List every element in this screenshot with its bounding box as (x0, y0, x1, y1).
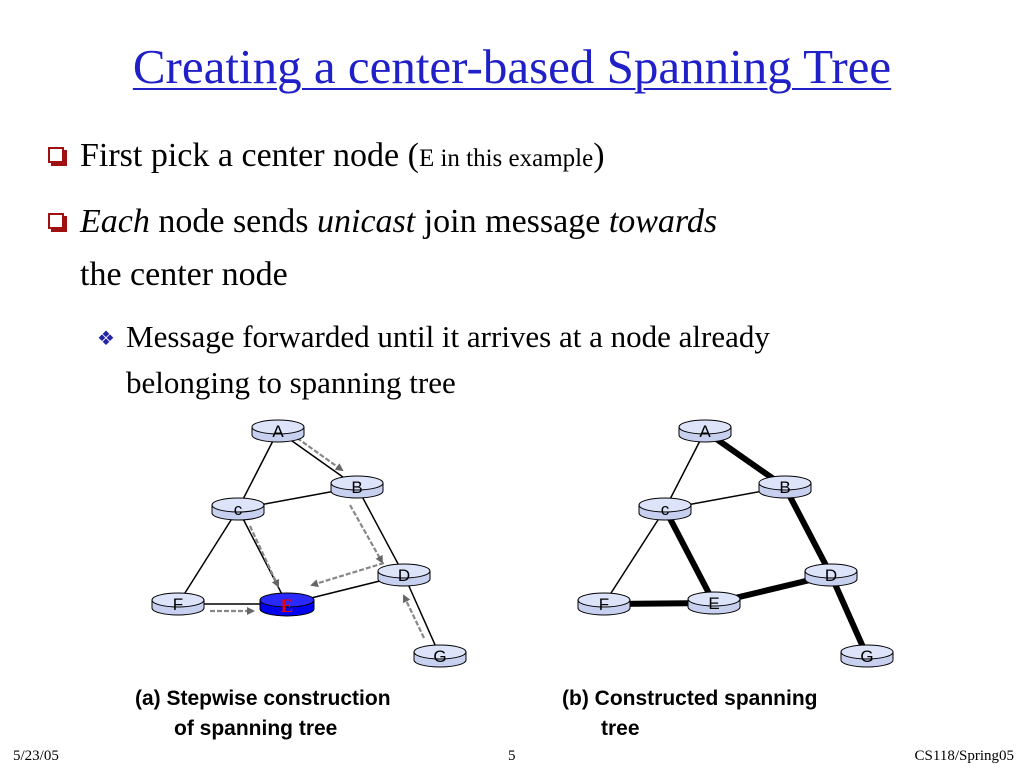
bullet-1-text: First pick a center node ( (80, 137, 419, 174)
link-c-f (177, 508, 239, 605)
link-d-g (403, 574, 441, 657)
router-label: D (825, 566, 837, 585)
link-c-f (603, 508, 666, 605)
router-B: B (330, 475, 384, 499)
diagram-a-join-arrows (210, 437, 425, 639)
diagram-b-links (603, 428, 870, 658)
router-E-center: E (259, 592, 315, 617)
arrow-a-to-b (296, 437, 344, 472)
footer-date: 5/23/05 (13, 748, 59, 764)
bullet-1: First pick a center node (E in this exam… (80, 134, 605, 181)
arrow-b-to-d (349, 504, 383, 564)
router-A: A (678, 419, 732, 443)
arrow-g-to-d (402, 594, 425, 639)
router-B: B (758, 475, 812, 499)
footer-page-number: 5 (508, 748, 516, 764)
bullet-box-icon (48, 147, 67, 166)
bullet-2-line-2: the center node (80, 256, 288, 293)
bullet-1-end: ) (593, 137, 605, 174)
bullet-2-each: Each (80, 203, 150, 240)
router-A: A (251, 419, 305, 443)
bullet-box-icon (48, 213, 67, 232)
router-D: D (377, 563, 431, 587)
sub-bullet-line-1: Message forwarded until it arrives at a … (126, 319, 770, 354)
tree-link-d-g (828, 573, 870, 658)
caption-b-line-1: (b) Constructed spanning (562, 687, 818, 710)
router-label: B (779, 478, 790, 497)
router-E: E (687, 591, 741, 615)
diagram-a-links (177, 430, 441, 657)
router-c: c (638, 497, 692, 521)
router-label: F (173, 595, 183, 614)
tree-link-b-d (782, 485, 834, 577)
link-b-d (356, 486, 405, 576)
tree-link-c-e (662, 507, 717, 605)
router-D: D (804, 563, 858, 587)
router-G: G (840, 644, 894, 668)
router-G: G (413, 644, 467, 668)
router-label-center: E (281, 596, 294, 617)
caption-b-line-2: tree (601, 717, 640, 740)
footer-course: CS118/Spring05 (914, 748, 1014, 764)
diamond-bullet-icon: ❖ (97, 328, 115, 350)
router-label: D (398, 566, 410, 585)
router-label: A (272, 422, 284, 441)
slide-title: Creating a center-based Spanning Tree (132, 39, 892, 94)
router-c: c (211, 497, 265, 521)
router-label: c (661, 500, 670, 519)
link-a-c (237, 430, 279, 510)
arrow-d-to-e (310, 561, 385, 588)
bullet-1-note: E in this example (418, 145, 594, 172)
link-c-e (237, 508, 288, 605)
router-label: E (708, 594, 719, 613)
bullet-2-towards: towards (608, 203, 718, 240)
bullet-2-text-b: join message (415, 203, 609, 240)
router-label: G (860, 647, 873, 666)
bullet-2-text-a: node sends (149, 203, 318, 240)
router-label: c (234, 500, 243, 519)
bullet-2-unicast: unicast (317, 203, 416, 240)
router-label: B (351, 478, 362, 497)
arrow-c-to-e (249, 525, 280, 588)
sub-bullet-line-2: belonging to spanning tree (126, 365, 456, 400)
router-F: F (577, 592, 631, 616)
router-label: G (433, 647, 446, 666)
router-label: A (699, 422, 711, 441)
caption-a-line-1: (a) Stepwise construction (135, 687, 391, 710)
bullet-2: Each node sends unicast join message tow… (80, 200, 717, 244)
link-a-c (664, 430, 706, 510)
router-label: F (599, 595, 609, 614)
router-F: F (151, 592, 205, 616)
caption-a-line-2: of spanning tree (174, 717, 338, 740)
